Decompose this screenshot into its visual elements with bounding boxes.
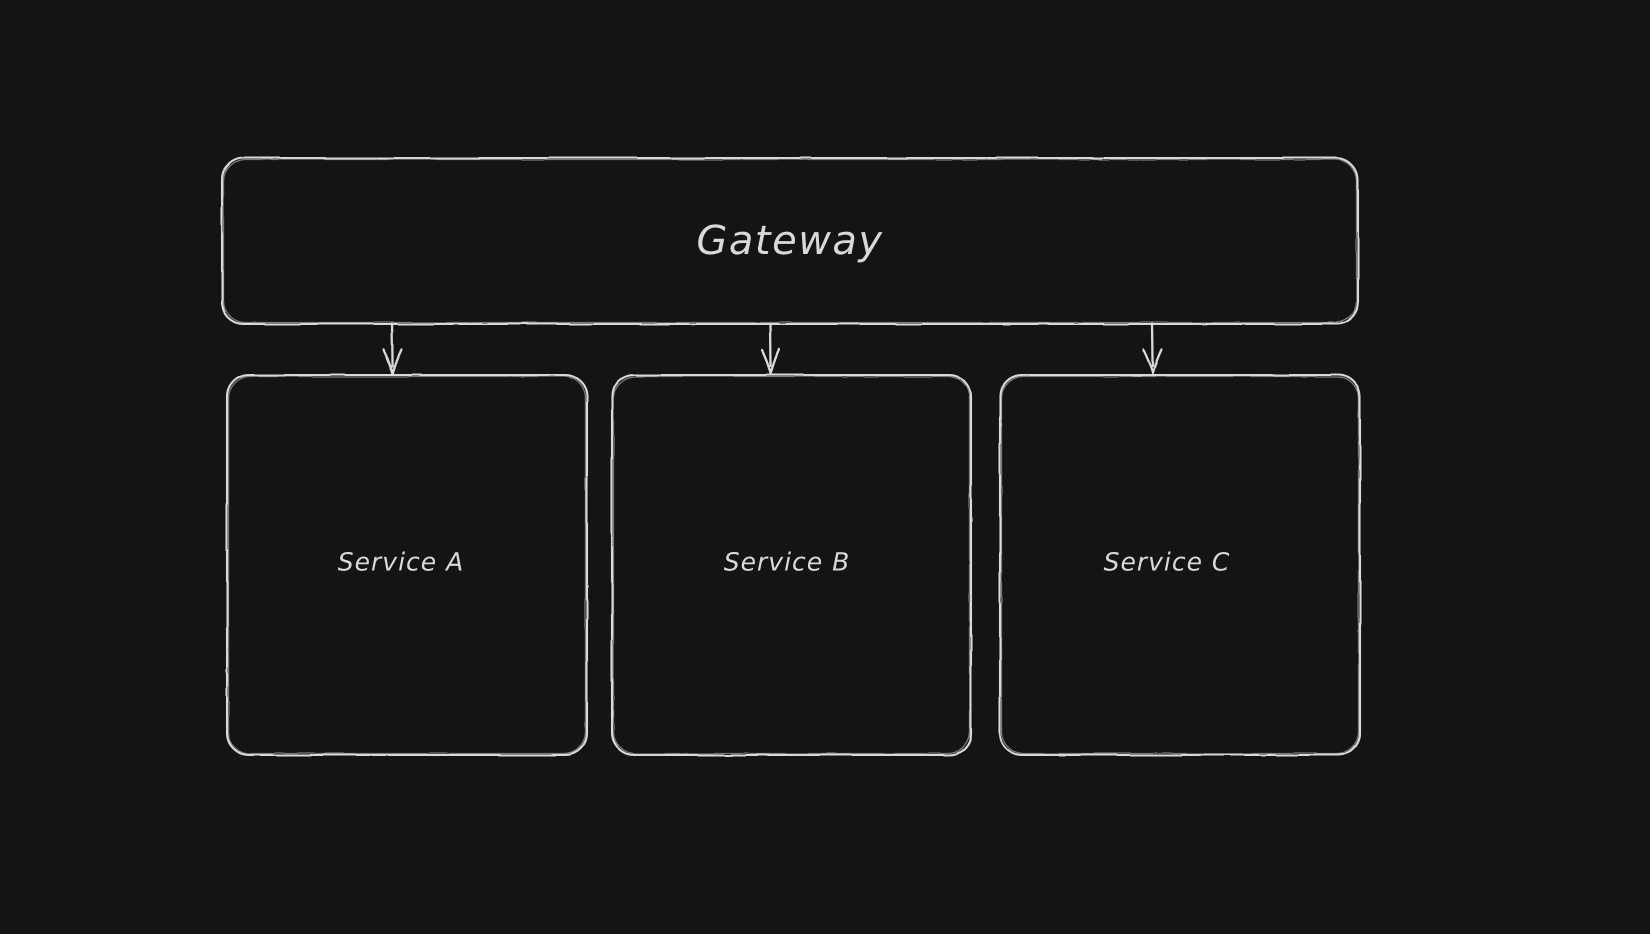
edge-gateway-to-service-a[interactable] <box>382 322 403 375</box>
node-service-b[interactable] <box>612 375 971 755</box>
node-box-service-c[interactable] <box>998 373 1362 757</box>
node-service-a[interactable] <box>227 375 587 755</box>
node-gateway[interactable] <box>222 158 1358 324</box>
node-box-service-a[interactable] <box>225 373 589 757</box>
node-box-gateway[interactable] <box>220 156 1360 326</box>
node-box-service-b[interactable] <box>610 373 973 757</box>
edge-gateway-to-service-c[interactable] <box>1142 322 1163 375</box>
edge-gateway-to-service-b[interactable] <box>760 322 781 375</box>
node-service-c[interactable] <box>1000 375 1360 755</box>
